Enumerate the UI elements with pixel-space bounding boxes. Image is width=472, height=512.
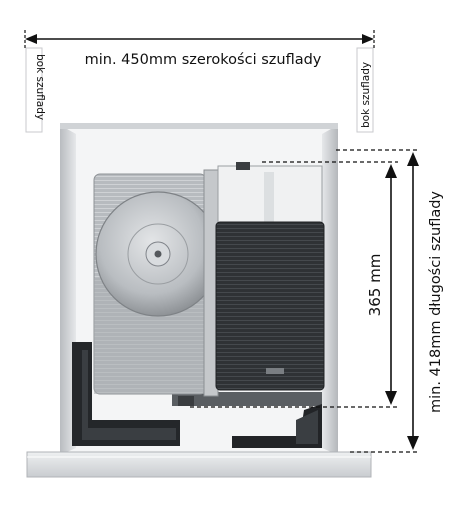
device-depth-dimension: 365 mm: [190, 161, 398, 408]
slicer: [72, 162, 325, 448]
width-dimension: min. 450mm szerokości szuflady: [24, 30, 375, 68]
drawer-side-right-marker: [356, 47, 374, 133]
drawer-right-wall: [322, 125, 338, 455]
drawer-depth-arrow-top: [407, 152, 419, 166]
motor-housing: [215, 221, 325, 391]
drawer-depth-label: min. 418mm długości szuflady: [428, 191, 444, 413]
drawer-side-left-marker: [25, 47, 43, 133]
device-depth-arrow-bottom: [385, 391, 397, 405]
width-arrow-right: [362, 34, 374, 44]
drawer-depth-arrow-bottom: [407, 436, 419, 450]
drawer-back-edge: [60, 123, 338, 129]
drawer-side-left-label: bok szuflady: [34, 54, 46, 120]
device-depth-arrow-top: [385, 164, 397, 178]
drawer-depth-dimension: min. 418mm długości szuflady: [336, 149, 444, 453]
drawer-front-panel: [26, 451, 372, 478]
width-arrow-left: [25, 34, 37, 44]
width-dimension-label: min. 450mm szerokości szuflady: [85, 52, 322, 68]
mounting-bracket-left: [72, 342, 180, 446]
device-depth-label: 365 mm: [366, 254, 384, 317]
drawer-side-right-label: bok szuflady: [360, 62, 372, 128]
